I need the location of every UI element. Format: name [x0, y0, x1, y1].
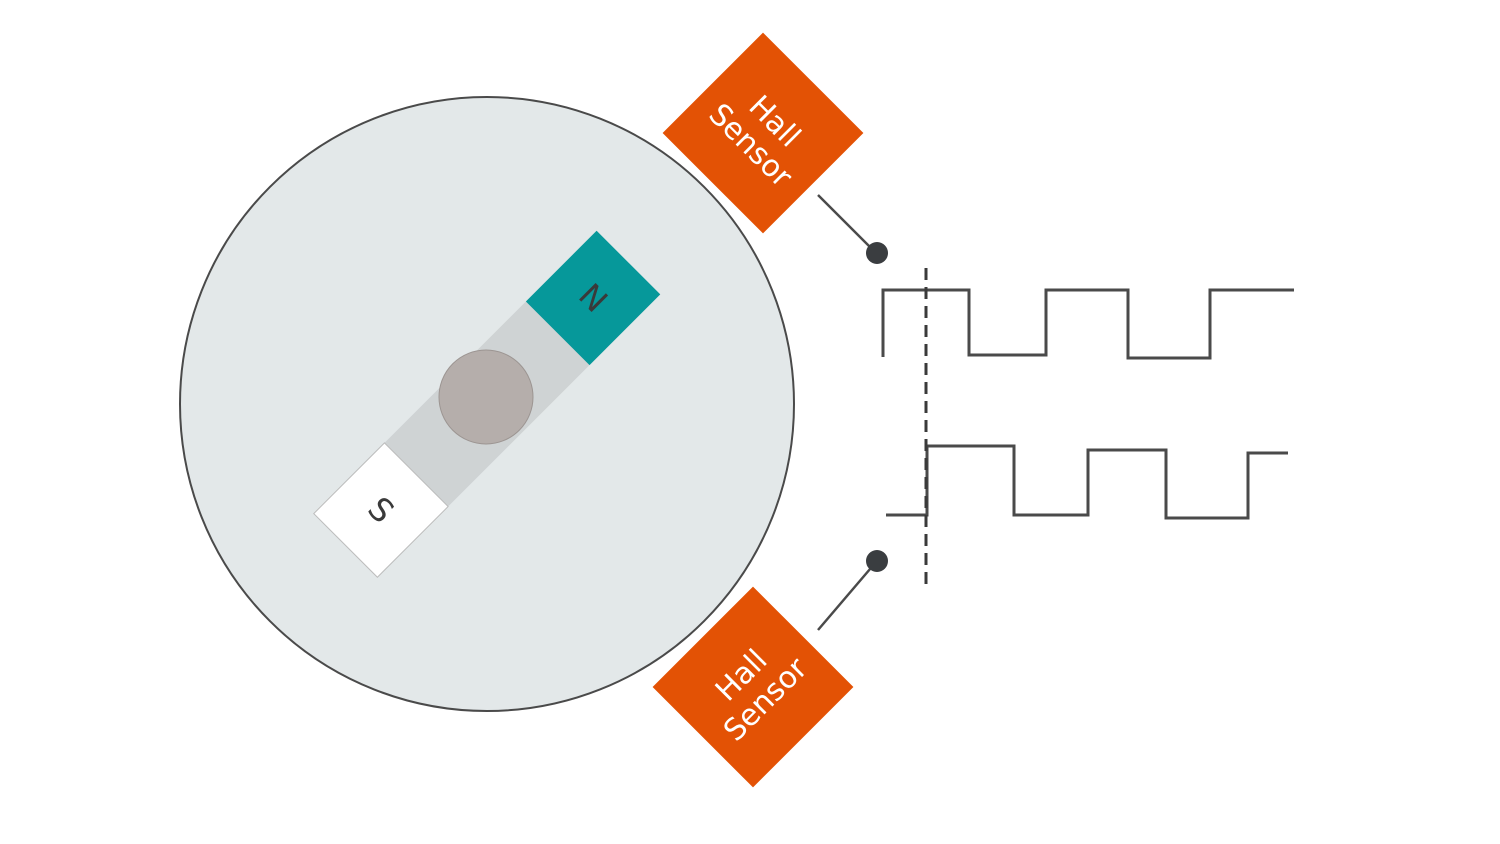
sensor-top-lead	[817, 194, 877, 254]
sensor-bottom-connector-dot	[866, 550, 888, 572]
magnet-north-pole	[525, 230, 661, 366]
rotor-hub	[438, 349, 534, 445]
signal-waveform-top	[881, 288, 1294, 360]
signal-waveform-bottom	[886, 444, 1288, 520]
sensor-top-connector-dot	[866, 242, 888, 264]
magnet-south-pole	[313, 442, 449, 578]
sensor-bottom-lead	[817, 561, 877, 631]
